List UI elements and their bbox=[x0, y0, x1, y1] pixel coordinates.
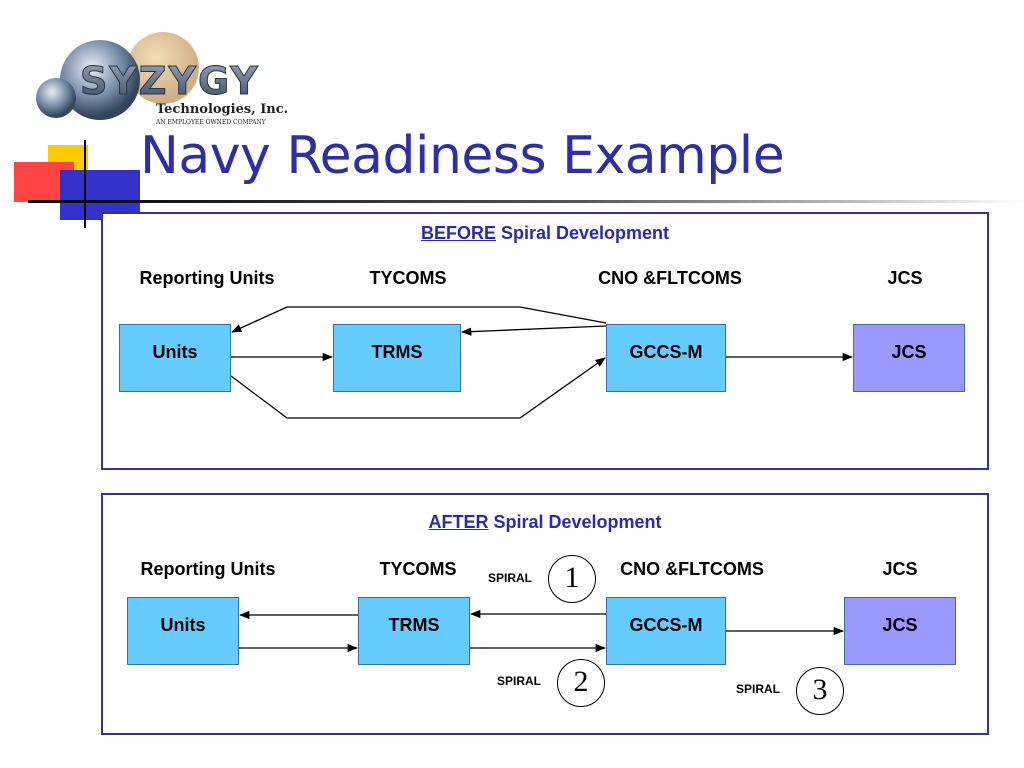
title-decoration bbox=[14, 140, 1024, 228]
before-column-cno-fltcoms: CNO &FLTCOMS bbox=[598, 268, 742, 288]
spiral-1-circle: 1 bbox=[548, 555, 596, 603]
before-node-trms-label: TRMS bbox=[371, 342, 423, 362]
after-column-tycoms: TYCOMS bbox=[379, 559, 457, 579]
before-column-jcs: JCS bbox=[887, 268, 923, 288]
before-column-reporting-units: Reporting Units bbox=[139, 268, 275, 288]
before-node-units-label: Units bbox=[152, 342, 198, 362]
after-column-jcs: JCS bbox=[882, 559, 918, 579]
before-column-tycoms: TYCOMS bbox=[369, 268, 447, 288]
before-node-gccs-m: GCCS-M bbox=[606, 324, 726, 392]
before-panel: BEFORE Spiral Development bbox=[101, 212, 989, 470]
after-node-jcs-label: JCS bbox=[882, 615, 918, 635]
after-title: AFTER Spiral Development bbox=[103, 512, 987, 533]
before-node-jcs-label: JCS bbox=[891, 342, 927, 362]
before-title: BEFORE Spiral Development bbox=[103, 223, 987, 244]
after-node-gccs-m: GCCS-M bbox=[606, 597, 726, 665]
after-column-cno-fltcoms: CNO &FLTCOMS bbox=[620, 559, 764, 579]
before-node-trms: TRMS bbox=[333, 324, 461, 392]
after-node-units-label: Units bbox=[160, 615, 206, 635]
before-title-emph: BEFORE bbox=[420, 223, 496, 243]
spiral-3-circle: 3 bbox=[796, 667, 844, 715]
spiral-2-circle: 2 bbox=[557, 659, 605, 707]
logo-brand-text: SYZYGY bbox=[80, 59, 260, 103]
after-node-trms: TRMS bbox=[358, 597, 470, 665]
after-node-jcs: JCS bbox=[844, 597, 956, 665]
before-node-jcs: JCS bbox=[853, 324, 965, 392]
spiral-1-label: SPIRAL bbox=[488, 571, 533, 585]
spiral-3-label: SPIRAL bbox=[736, 682, 781, 696]
logo-company-text: Technologies, Inc. bbox=[156, 102, 288, 117]
after-node-trms-label: TRMS bbox=[388, 615, 440, 635]
after-column-reporting-units: Reporting Units bbox=[140, 559, 276, 579]
before-node-gccs-m-label: GCCS-M bbox=[629, 342, 703, 362]
logo-tagline-text: AN EMPLOYEE OWNED COMPANY bbox=[155, 119, 267, 126]
slide-title: Navy Readiness Example bbox=[140, 126, 785, 186]
after-title-rest: Spiral Development bbox=[488, 512, 662, 532]
before-node-units: Units bbox=[119, 324, 231, 392]
before-title-rest: Spiral Development bbox=[495, 223, 670, 243]
after-title-emph: AFTER bbox=[428, 512, 489, 532]
after-node-gccs-m-label: GCCS-M bbox=[629, 615, 703, 635]
spiral-2-label: SPIRAL bbox=[497, 674, 542, 688]
after-node-units: Units bbox=[127, 597, 239, 665]
syzygy-logo: SYZYGY Technologies, Inc. AN EMPLOYEE OW… bbox=[36, 32, 288, 126]
